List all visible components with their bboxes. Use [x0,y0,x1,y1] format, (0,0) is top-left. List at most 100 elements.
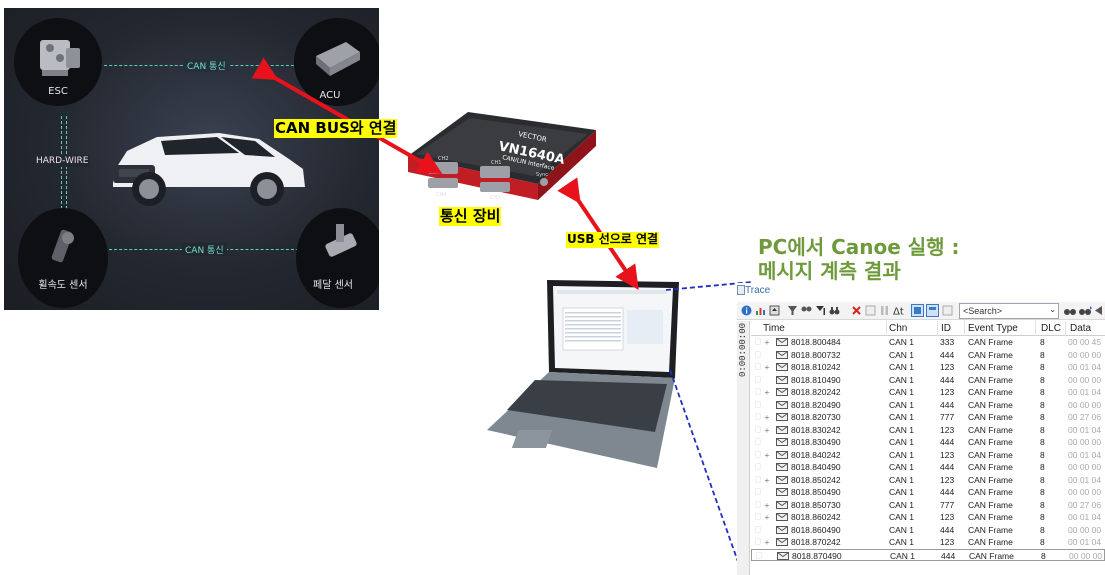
cell-id: 777 [940,499,955,510]
expand-toggle[interactable]: + [764,412,770,422]
expand-toggle[interactable]: + [764,387,770,397]
col-event-type[interactable]: Event Type [968,323,1018,334]
columns-icon[interactable] [911,304,924,317]
row-marker-icon [755,500,761,508]
trace-title: Trace [745,285,771,296]
cell-id: 123 [940,537,955,547]
trace-window-icon [737,285,745,295]
cell-id: 444 [941,550,956,561]
col-dlc[interactable]: DLC [1041,323,1062,334]
cell-time: 8018.830242 [791,424,841,435]
info-icon[interactable] [741,305,752,316]
sort-filter-icon[interactable] [815,305,826,316]
col-time[interactable]: Time [763,323,785,334]
filter-group-icon[interactable] [801,305,812,316]
chevron-down-icon[interactable]: ⌄ [1049,305,1056,314]
cell-chn: CAN 1 [889,524,915,535]
expand-toggle[interactable]: + [764,474,770,485]
esc-node: ESC [14,18,102,106]
row-marker-icon [755,450,761,458]
cell-data: 00 01 04 [1068,362,1102,372]
col-chn[interactable]: Chn [889,323,908,334]
binoculars-icon[interactable] [829,305,840,316]
can-frame-icon [776,338,788,346]
cell-time: 8018.800484 [791,337,841,347]
row-marker-icon [755,525,761,533]
col-data[interactable]: Data [1070,323,1092,334]
cell-dlc: 8 [1040,362,1045,372]
expand-toggle[interactable]: + [764,449,770,460]
cell-id: 123 [940,512,955,522]
cell-event-type: CAN Frame [968,337,1013,347]
expand-toggle[interactable]: + [764,537,770,547]
back-icon[interactable] [1094,305,1105,316]
delete-icon[interactable] [851,305,862,316]
cell-data: 00 01 04 [1068,387,1102,397]
port-ch4: CH4 [436,192,446,198]
can-frame-icon [776,538,788,546]
expand-toggle[interactable]: + [764,499,770,510]
expand-toggle[interactable]: + [764,362,770,372]
cell-data: 00 00 00 [1068,462,1102,472]
row-marker-icon [755,438,761,445]
cell-chn: CAN 1 [889,349,915,360]
side-time-readout: 0:00:00:00 [738,323,748,378]
cell-data: 00 01 04 [1068,449,1102,460]
cell-event-type: CAN Frame [968,412,1013,422]
cell-chn: CAN 1 [889,399,915,410]
details-icon[interactable] [942,305,953,316]
cell-time: 8018.840490 [791,462,841,472]
cell-chn: CAN 1 [889,474,915,485]
col-id[interactable]: ID [941,323,951,334]
pause-icon[interactable] [879,305,890,316]
cell-event-type: CAN Frame [968,524,1013,535]
cell-dlc: 8 [1040,512,1045,522]
cell-event-type: CAN Frame [968,362,1013,372]
cell-id: 123 [940,387,955,397]
clear-icon[interactable] [865,305,876,316]
find-prev-icon[interactable] [1063,305,1077,316]
cell-id: 123 [940,362,955,372]
export-icon[interactable] [769,305,780,316]
expand-toggle[interactable]: + [764,337,770,347]
wheel-speed-sensor-icon [51,229,74,263]
cell-dlc: 8 [1040,462,1045,472]
cell-dlc: 8 [1040,524,1045,535]
cell-event-type: CAN Frame [968,449,1013,460]
cell-chn: CAN 1 [890,550,916,561]
chart-icon[interactable] [755,305,766,316]
trace-search-input[interactable]: <Search> ⌄ [959,303,1059,319]
cell-dlc: 8 [1041,550,1046,561]
find-next-icon[interactable] [1078,305,1092,316]
filter-icon[interactable] [787,305,798,316]
cell-dlc: 8 [1040,499,1045,510]
delta-time-icon[interactable]: Δt [893,305,909,317]
can-frame-icon [776,413,788,421]
cell-time: 8018.820490 [791,399,841,410]
expand-toggle[interactable]: + [764,424,770,435]
can-frame-icon [776,500,788,509]
cell-data: 00 00 00 [1069,550,1103,561]
row-marker-icon [756,551,762,559]
layout-icon[interactable] [926,304,939,317]
acu-node: ACU [294,18,379,106]
expand-toggle[interactable]: + [764,512,770,522]
